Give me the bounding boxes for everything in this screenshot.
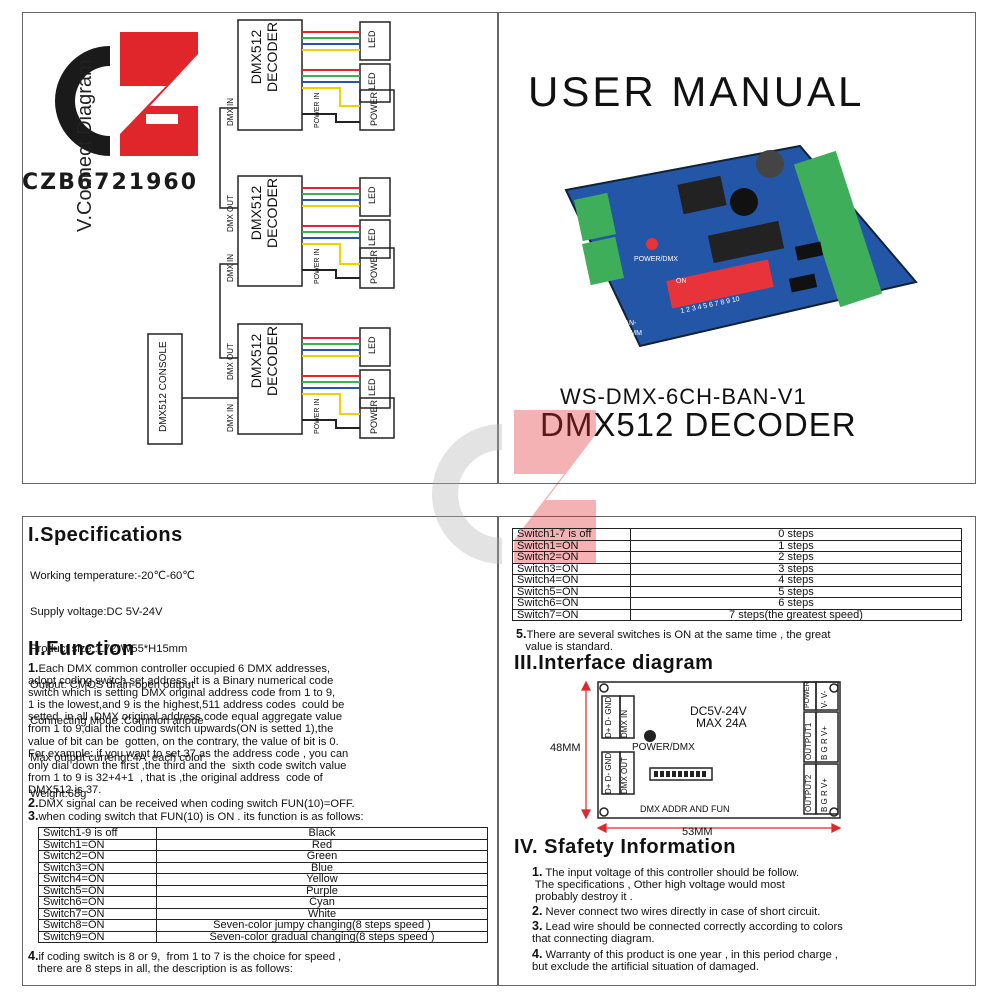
interface-voltage: DC5V-24V (690, 704, 747, 718)
interface-output2-pins: B G R V+ (820, 777, 829, 812)
interface-power: POWER (804, 681, 811, 708)
spec-line: Weight:68g (30, 787, 87, 800)
power-label: POWER (369, 91, 379, 126)
interface-dmx-out-pins: D+ D- GND (604, 752, 613, 794)
power-label: POWER (369, 399, 379, 434)
interface-dmx-addr: DMX ADDR AND FUN (640, 804, 730, 814)
dmx-in-label: DMX IN (226, 404, 235, 432)
dmx-in-label: DMX IN (226, 98, 235, 126)
pcb-label-size: 72*55MM (612, 330, 642, 337)
pcb-label-power-dmx: POWER/DMX (634, 256, 678, 263)
specifications-list: Working temperature:-20℃-60℃ Supply volt… (30, 546, 204, 812)
safety-item-2: 2. Never connect two wires directly in c… (532, 904, 821, 918)
spec-line: Connecting Mode :Common anode (30, 715, 204, 728)
power-in-label: POWER IN (314, 248, 321, 284)
spec-line: Supply voltage:DC 5V-24V (30, 606, 163, 619)
interface-dmx-in: DMX IN (620, 710, 629, 738)
dmx-out-label: DMX OUT (226, 195, 235, 232)
safety-heading: IV. Sfafety Information (514, 836, 736, 858)
function-paragraph-1: 1.Each DMX common controller occupied 6 … (28, 661, 349, 796)
led-label: LED (367, 186, 377, 204)
interface-output2: OUTPUT2 (804, 774, 813, 812)
interface-dmx-in-pins: D+ D- GND (604, 696, 613, 738)
product-name: DMX512 DECODER (540, 406, 857, 443)
specifications-heading: I.Specifications (28, 524, 183, 546)
brand-logo (38, 24, 208, 199)
interface-output1: OUTPUT1 (804, 722, 813, 760)
led-label: LED (367, 72, 377, 90)
power-in-label: POWER IN (314, 92, 321, 128)
spec-line: Max output currengt:4A each color (30, 751, 204, 764)
function-heading: II.Function (28, 638, 135, 660)
function-paragraph-3: 3.when coding switch that FUN(10) is ON … (28, 809, 364, 823)
spec-line: Product size :L72*W55*H15mm (30, 642, 188, 655)
interface-dmx-out: DMX OUT (620, 757, 629, 794)
interface-heading: III.Interface diagram (514, 652, 714, 674)
power-in-label: POWER IN (314, 398, 321, 434)
interface-max-current: MAX 24A (696, 716, 747, 730)
led-label: LED (367, 228, 377, 246)
speed-paragraph-5: 5.There are several switches is ON at th… (516, 627, 831, 654)
dmx-in-label: DMX IN (226, 254, 235, 282)
pcb-label-model: WS-BAN- (606, 320, 637, 327)
function-paragraph-2: 2.DMX signal can be received when coding… (28, 796, 355, 810)
spec-line: Output: CMOS drain-open output (30, 679, 195, 692)
led-label: LED (367, 30, 377, 48)
function-paragraph-4: 4.if coding switch is 8 or 9, from 1 to … (28, 949, 342, 976)
led-label: LED (367, 336, 377, 354)
product-photo (560, 140, 920, 350)
led-label: LED (367, 378, 377, 396)
pcb-label-on: ON (676, 278, 687, 285)
console-label: DMX512 CONSOLE (158, 341, 169, 432)
watermark-logo (424, 404, 604, 594)
top-left-panel (22, 12, 498, 484)
model-number: WS-DMX-6CH-BAN-V1 (560, 384, 807, 409)
interface-power-pins: V- V- (820, 690, 829, 708)
spec-line: Working temperature:-20℃-60℃ (30, 570, 195, 583)
manual-title: USER MANUAL (528, 68, 865, 115)
dmx-out-label: DMX OUT (226, 343, 235, 380)
interface-power-dmx: POWER/DMX (632, 742, 695, 753)
interface-width-dimension: 53MM (682, 826, 713, 838)
safety-item-4: 4. Warranty of this product is one year … (532, 947, 839, 974)
interface-diagram (540, 676, 850, 838)
wiring-diagram (140, 18, 410, 478)
interface-height-dimension: 48MM (550, 742, 581, 754)
logo-side-text: V.Connect Diagram (74, 59, 96, 232)
safety-item-1: 1. The input voltage of this controller … (532, 865, 800, 904)
interface-output1-pins: B G R V+ (820, 725, 829, 760)
safety-item-3: 3. Lead wire should be connected correct… (532, 919, 843, 946)
power-label: POWER (369, 249, 379, 284)
logo-text: CZB6721960 (22, 170, 199, 195)
